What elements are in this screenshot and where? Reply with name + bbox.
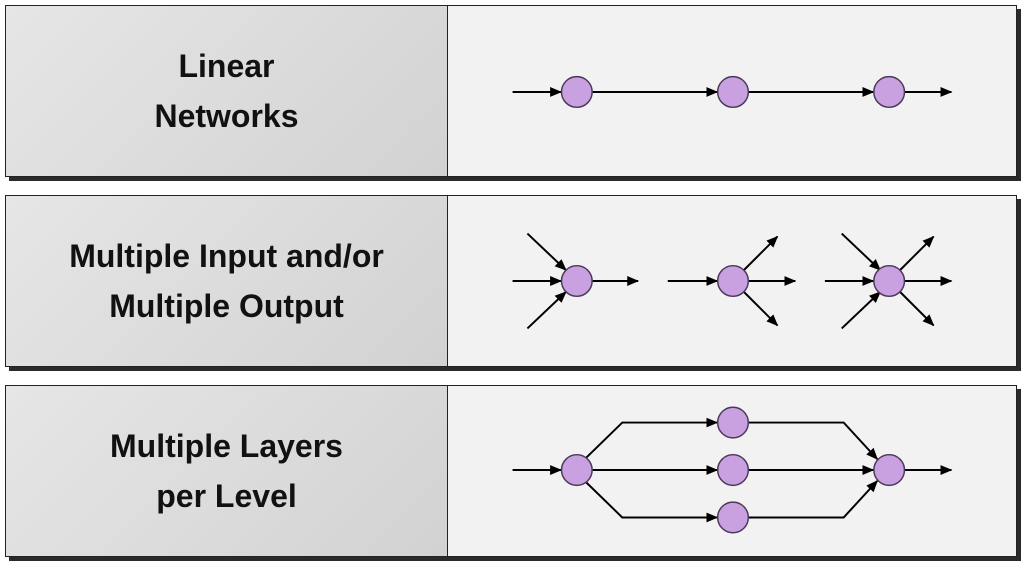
edge: [526, 291, 567, 330]
edge: [841, 232, 881, 271]
row-linear-networks: Linear Networks: [5, 5, 1017, 177]
row-label-line: Multiple Input and/or: [69, 238, 384, 274]
node: [716, 75, 750, 109]
row-label-cell: Multiple Input and/or Multiple Output: [6, 196, 448, 366]
node: [716, 264, 750, 298]
node: [716, 501, 750, 534]
edge: [748, 421, 879, 460]
edge: [841, 291, 881, 330]
row-label-line: per Level: [156, 478, 297, 514]
node: [873, 264, 906, 298]
row-label-line: Linear: [178, 48, 275, 84]
row-label-cell: Linear Networks: [6, 6, 448, 176]
node: [560, 264, 593, 298]
row-label: Multiple Layers per Level: [110, 421, 343, 521]
linear-network-diagram: [512, 75, 953, 109]
row-label-line: Networks: [154, 98, 299, 134]
row-label: Multiple Input and/or Multiple Output: [69, 231, 384, 331]
diagram-multi-io: [448, 196, 1016, 366]
multi-io-diagram: [512, 232, 953, 330]
multi-layer-diagram: [512, 406, 953, 534]
edge: [899, 291, 935, 327]
node: [560, 453, 593, 487]
row-multiple-layers: Multiple Layers per Level: [5, 385, 1017, 557]
edge: [899, 235, 935, 271]
node: [873, 453, 906, 487]
row-label-cell: Multiple Layers per Level: [6, 386, 448, 556]
node: [560, 75, 593, 109]
row-label-line: Multiple Output: [109, 288, 344, 324]
diagram-linear: [448, 6, 1016, 176]
row-multiple-input-output: Multiple Input and/or Multiple Output: [5, 195, 1017, 367]
edge: [743, 291, 779, 327]
node: [716, 406, 750, 439]
row-label-line: Multiple Layers: [110, 428, 343, 464]
diagram-multi-layer: [448, 386, 1016, 556]
edge: [585, 417, 719, 459]
node: [716, 453, 750, 487]
row-label: Linear Networks: [154, 41, 298, 141]
edge: [748, 480, 879, 519]
node: [873, 75, 906, 109]
edge: [526, 232, 567, 271]
edge: [743, 235, 779, 271]
edge: [585, 481, 719, 523]
